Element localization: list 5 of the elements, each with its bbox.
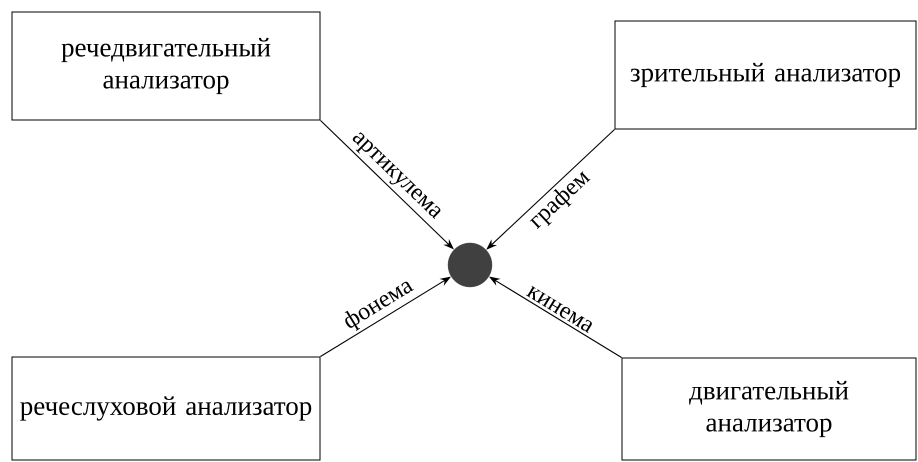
analyzer-box: речедвигательный анализатор (12, 12, 320, 120)
analyzer-box: зрительный анализатор (614, 20, 916, 130)
analyzer-box: двигательный анализатор (622, 357, 916, 460)
junction-dot (448, 242, 492, 288)
analyzer-box: речеслуховой анализатор (12, 356, 320, 460)
